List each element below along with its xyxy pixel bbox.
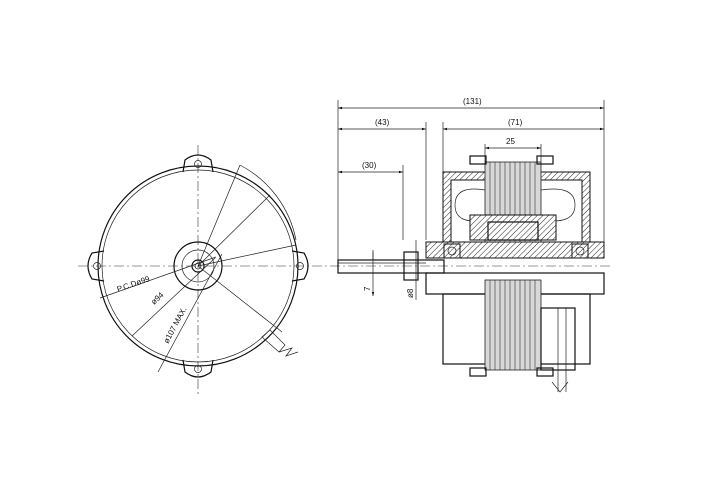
top-bolt-right	[536, 155, 554, 165]
pcd-label: P.C.Dø99	[116, 274, 152, 294]
mount-hole-bottom	[194, 365, 202, 373]
coil-width-label: 25	[506, 137, 515, 146]
leader-line-1	[197, 164, 241, 267]
coil-laminations-lower	[489, 280, 536, 370]
rotor-inner	[487, 221, 539, 241]
stator-coil-lower	[484, 279, 542, 371]
mounting-lug-right	[291, 250, 309, 282]
bottom-bolt-right	[536, 367, 554, 377]
shaft	[337, 259, 445, 274]
shaft-diameter-label: ø8	[406, 288, 415, 298]
mounting-lug-top	[182, 154, 214, 173]
top-bolt-left	[469, 155, 487, 165]
pcd-leader-line	[99, 256, 217, 299]
winding-right-upper	[540, 188, 576, 222]
bearing-ball-right	[575, 246, 585, 256]
dia94-label: ø94	[149, 290, 166, 306]
hub-middle	[181, 249, 215, 283]
mounting-lug-bottom	[182, 359, 214, 378]
housing-outline	[97, 165, 299, 367]
overall-length-label: (131)	[463, 97, 482, 106]
cable-wire	[278, 347, 299, 357]
bottom-bolt-left	[469, 367, 487, 377]
leader-line-4	[197, 265, 283, 333]
cable-exit	[261, 329, 286, 353]
shaft-extension-label: (30)	[362, 161, 377, 170]
rotor-core	[469, 214, 557, 241]
bearing-left	[443, 243, 461, 259]
shaft-collar	[403, 251, 419, 281]
dia94-leader-line	[131, 257, 216, 337]
mount-hole-left	[93, 262, 101, 270]
right-length-label: (71)	[508, 118, 523, 127]
bearing-ball-left	[447, 246, 457, 256]
front-view: P.C.Dø99 ø94 ø107 MAX.	[78, 145, 330, 395]
leader-line-2	[197, 194, 271, 267]
dia107-leader-line	[157, 253, 223, 373]
bearing-right	[571, 243, 589, 259]
dia107-label: ø107 MAX.	[162, 305, 189, 345]
terminal-wire-end	[551, 381, 569, 393]
mount-hole-top	[194, 160, 202, 168]
dimension-arc	[239, 164, 297, 241]
leader-line-3	[197, 244, 297, 267]
side-view: (131) (43) (71) 25 (30) 7 ø8	[330, 97, 612, 393]
left-length-label: (43)	[375, 118, 390, 127]
mounting-lug-left	[87, 250, 105, 282]
shaft-circle	[191, 259, 205, 273]
hub-outer	[173, 241, 223, 291]
dim-7-label: 7	[363, 286, 372, 291]
mount-hole-right	[296, 262, 304, 270]
housing-inner-circle	[101, 169, 295, 363]
